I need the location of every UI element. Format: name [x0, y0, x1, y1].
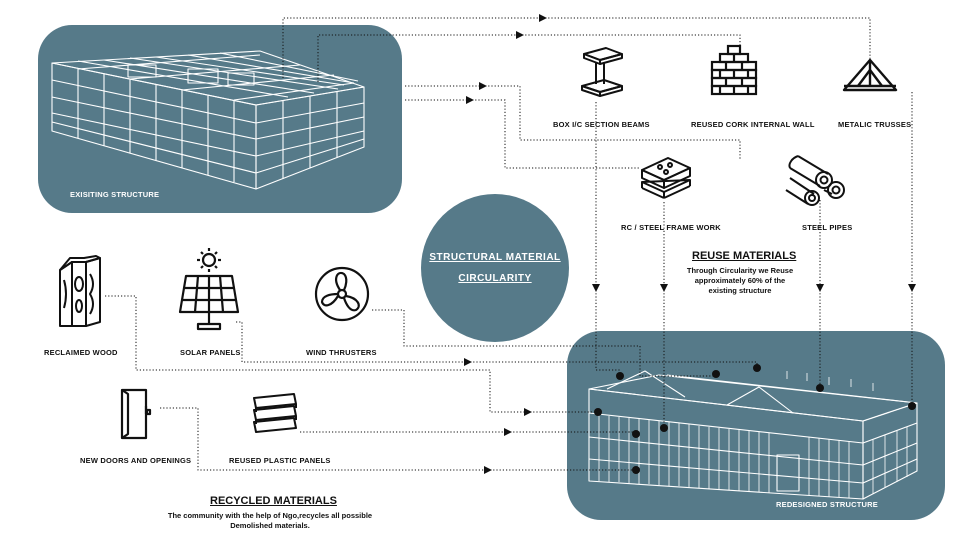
- label-solar-panels: SOLAR PANELS: [180, 348, 241, 357]
- label-metalic-trusses: METALIC TRUSSES: [838, 120, 912, 129]
- recycled-materials-heading: RECYCLED MATERIALS: [210, 495, 337, 507]
- existing-structure-label: EXISITING STRUCTURE: [70, 190, 160, 199]
- recycled-materials-description: The community with the help of Ngo,recyc…: [140, 511, 400, 531]
- label-wind-thrusters: WIND THRUSTERS: [306, 348, 377, 357]
- frame-work-icon: [641, 157, 691, 199]
- center-title-line1: STRUCTURAL MATERIAL: [429, 252, 561, 263]
- wind-turbine-icon: [314, 266, 370, 322]
- label-plastic-panels: REUSED PLASTIC PANELS: [229, 456, 331, 465]
- center-title-line2: CIRCULARITY: [458, 273, 532, 284]
- reuse-desc-line2: approximately 60% of the: [694, 275, 786, 285]
- pipes-icon: [785, 155, 845, 206]
- reuse-materials-heading: REUSE MATERIALS: [692, 250, 797, 262]
- reuse-desc-line3: existing structure: [708, 285, 772, 295]
- reuse-desc-line1: Through Circularity we Reuse: [686, 266, 794, 275]
- redesigned-structure-label: REDESIGNED STRUCTURE: [776, 500, 878, 509]
- brick-wall-icon: [710, 44, 758, 96]
- redesigned-building-drawing: [588, 370, 918, 500]
- label-box-section-beams: BOX I/C SECTION BEAMS: [553, 120, 650, 129]
- label-cork-wall: REUSED CORK INTERNAL WALL: [691, 120, 815, 129]
- existing-building-drawing: [51, 50, 365, 190]
- reuse-materials-description: Through Circularity we Reuse approximate…: [660, 266, 820, 295]
- truss-icon: [842, 58, 898, 92]
- recycle-desc-line2: Demolished materials.: [230, 520, 310, 530]
- recycle-desc-line1: The community with the help of Ngo,recyc…: [167, 511, 373, 520]
- solar-panel-icon: [178, 248, 240, 331]
- wood-icon: [59, 255, 101, 327]
- plastic-panel-icon: [253, 393, 297, 433]
- center-title-circle: STRUCTURAL MATERIAL CIRCULARITY: [421, 194, 569, 342]
- label-new-doors: NEW DOORS AND OPENINGS: [80, 456, 192, 465]
- existing-structure-panel: [38, 25, 402, 213]
- label-reclaimed-wood: RECLAIMED WOOD: [44, 348, 118, 357]
- door-icon: [120, 388, 152, 440]
- label-steel-pipes: STEEL PIPES: [802, 223, 853, 232]
- label-frame-work: RC / STEEL FRAME WORK: [621, 223, 721, 232]
- i-beam-icon: [581, 47, 623, 97]
